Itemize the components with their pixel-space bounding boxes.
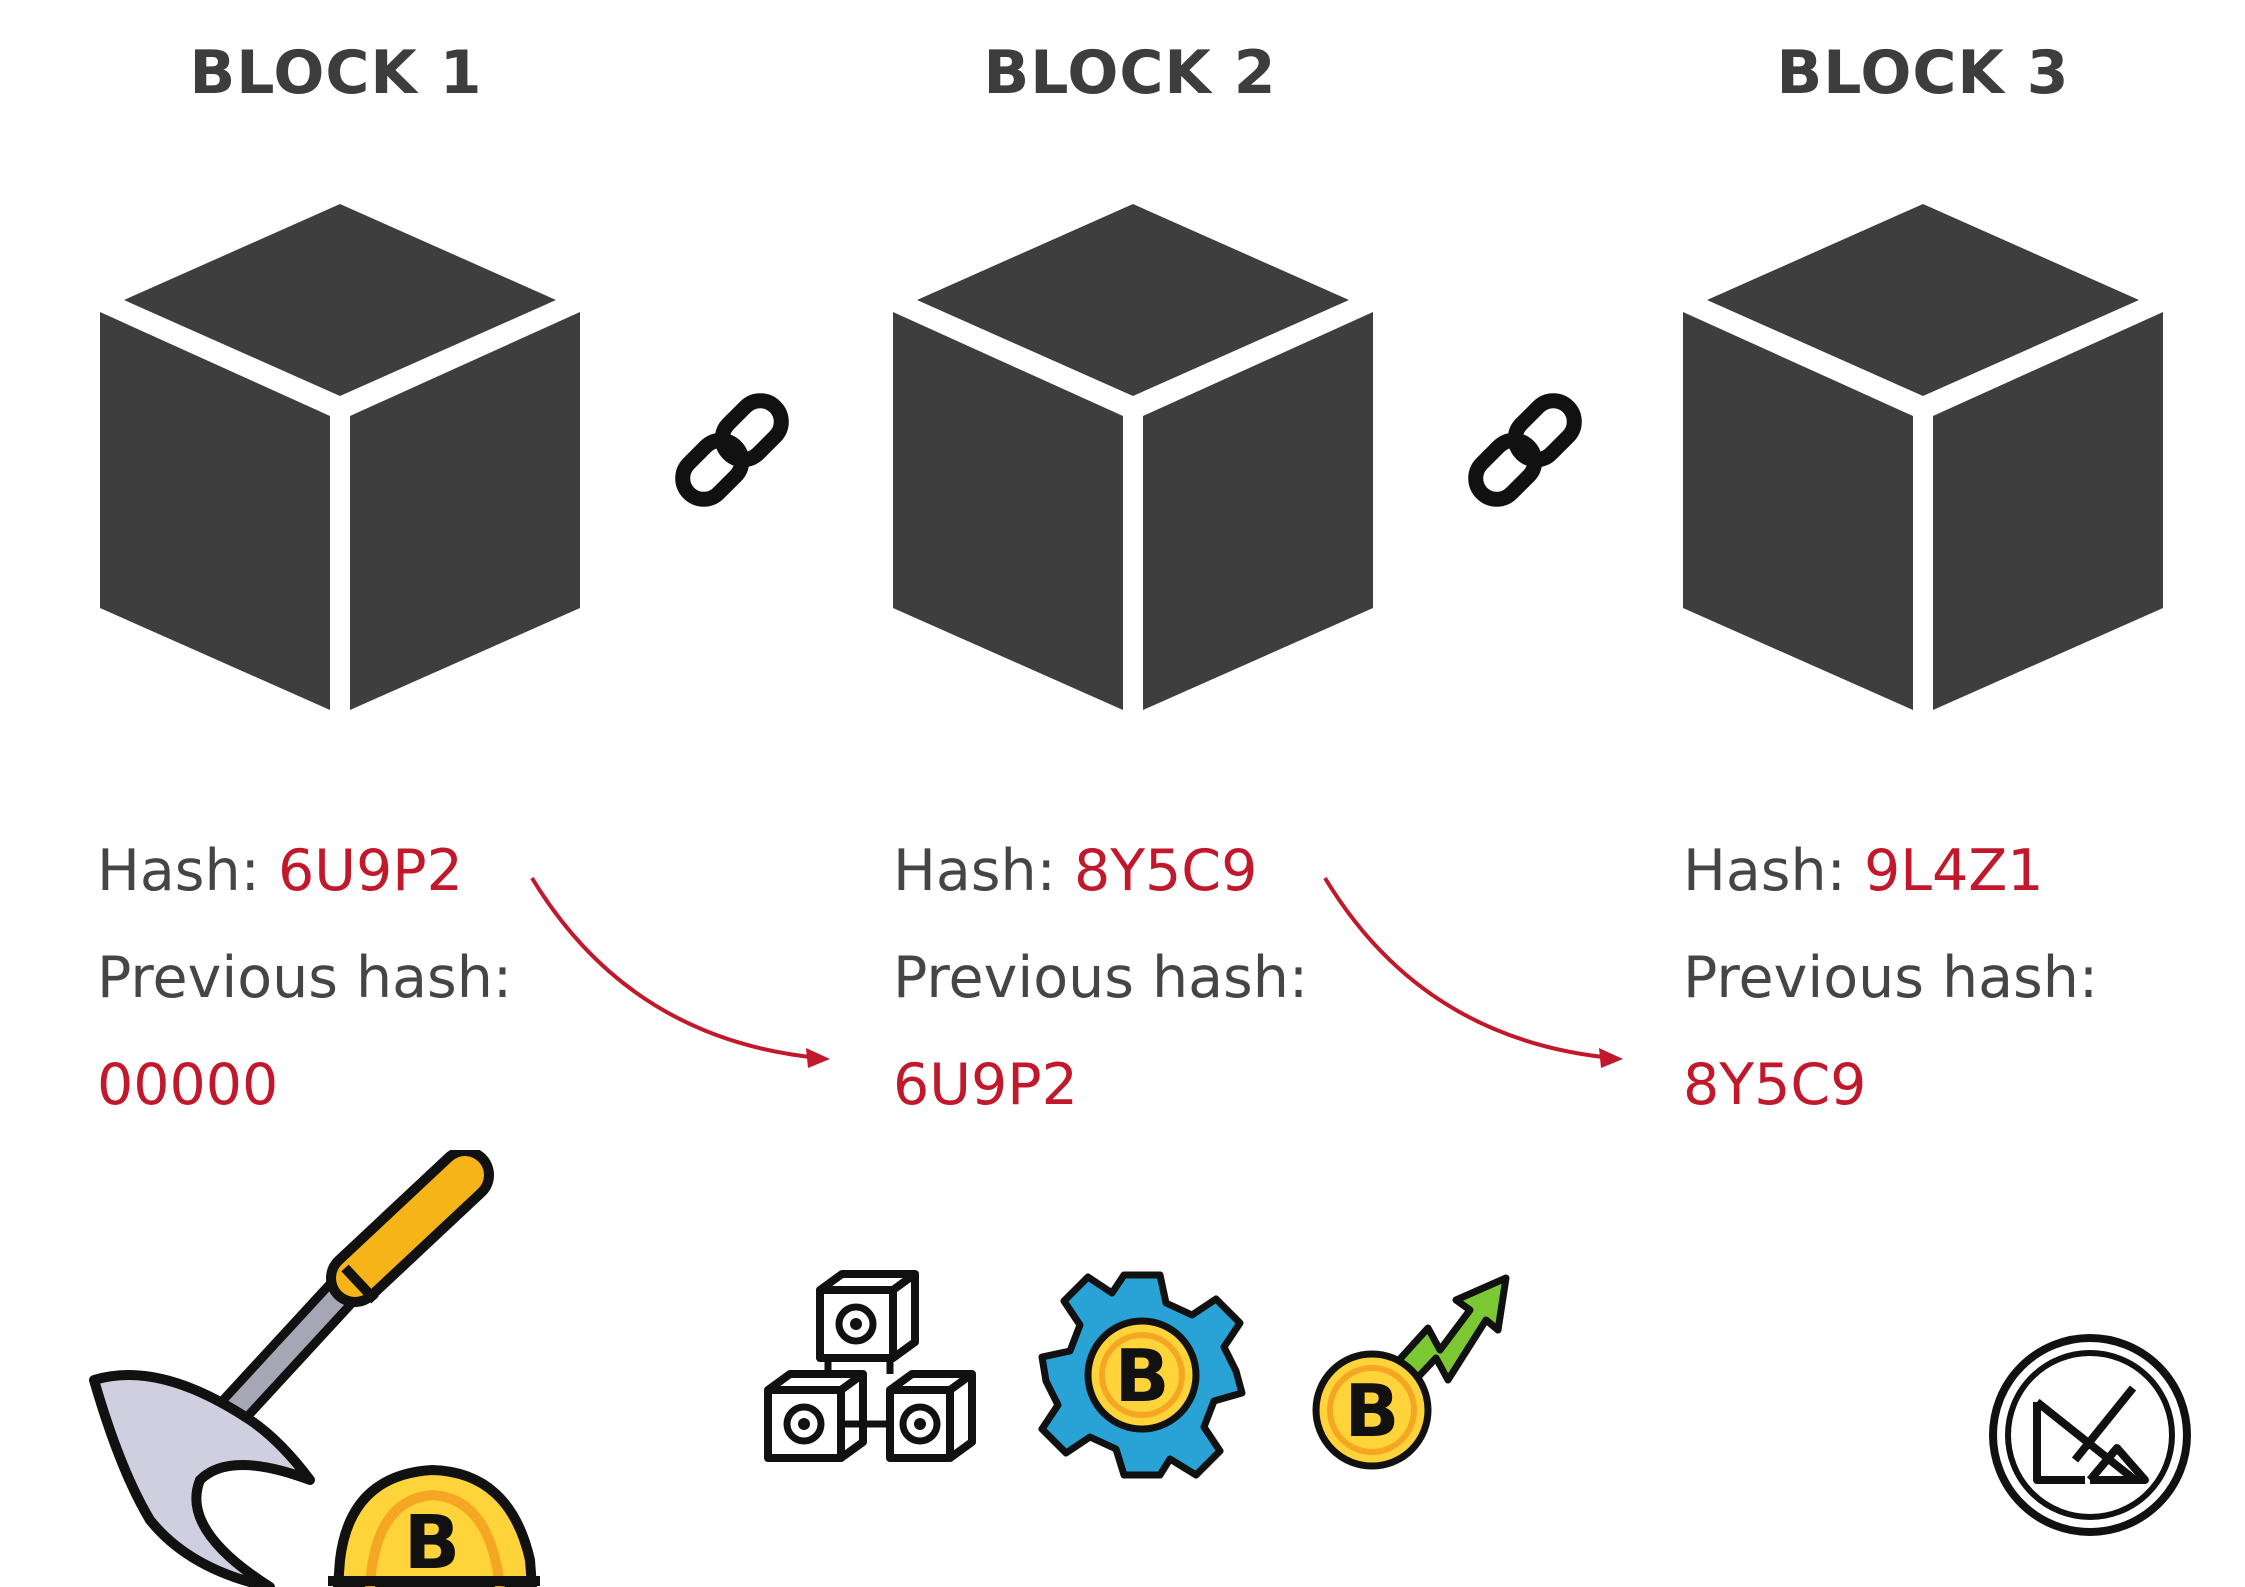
block-1-previous-hash-label: Previous hash: bbox=[97, 945, 513, 1011]
block-2-hash-line: Hash: 8Y5C9 bbox=[893, 838, 1257, 904]
hash-label: Hash: bbox=[893, 838, 1056, 904]
block-1-previous-hash-value: 00000 bbox=[97, 1052, 279, 1118]
bitcoin-growth-icon: B bbox=[1312, 1274, 1510, 1470]
block-1-title: BLOCK 1 bbox=[189, 38, 483, 108]
blockchain-network-icon bbox=[764, 1270, 976, 1462]
svg-text:B: B bbox=[1115, 1334, 1170, 1418]
hash-link-arrow-2 bbox=[1323, 876, 1623, 1068]
block-3-previous-hash-value: 8Y5C9 bbox=[1683, 1052, 1867, 1118]
block-3-cube-icon bbox=[1683, 204, 2163, 710]
block-2-cube-icon bbox=[893, 204, 1373, 710]
hash-link-arrow-1 bbox=[530, 876, 830, 1068]
block-3-title: BLOCK 3 bbox=[1776, 38, 2070, 108]
block-1-hash-line: Hash: 6U9P2 bbox=[97, 838, 463, 904]
block-1-hash-value: 6U9P2 bbox=[277, 838, 463, 904]
svg-text:B: B bbox=[1345, 1369, 1400, 1453]
chain-link-icon bbox=[1468, 393, 1582, 507]
chain-link-icon bbox=[675, 393, 789, 507]
bitcoin-gear-icon: B bbox=[1038, 1271, 1246, 1479]
block-3-previous-hash-label: Previous hash: bbox=[1683, 945, 2099, 1011]
block-2-previous-hash-value: 6U9P2 bbox=[893, 1052, 1078, 1118]
block-2-hash-value: 8Y5C9 bbox=[1073, 838, 1258, 904]
hash-label: Hash: bbox=[97, 838, 260, 904]
hash-label: Hash: bbox=[1683, 838, 1846, 904]
block-2-previous-hash-label: Previous hash: bbox=[893, 945, 1309, 1011]
block-3-hash-value: 9L4Z1 bbox=[1863, 838, 2044, 904]
brand-logo-icon bbox=[1989, 1334, 2191, 1536]
svg-text:B: B bbox=[404, 1500, 460, 1586]
mining-pickaxe-icon: B bbox=[89, 1150, 540, 1587]
block-1-cube-icon bbox=[100, 204, 580, 710]
block-2-title: BLOCK 2 bbox=[983, 38, 1277, 108]
block-3-hash-line: Hash: 9L4Z1 bbox=[1683, 838, 2044, 904]
